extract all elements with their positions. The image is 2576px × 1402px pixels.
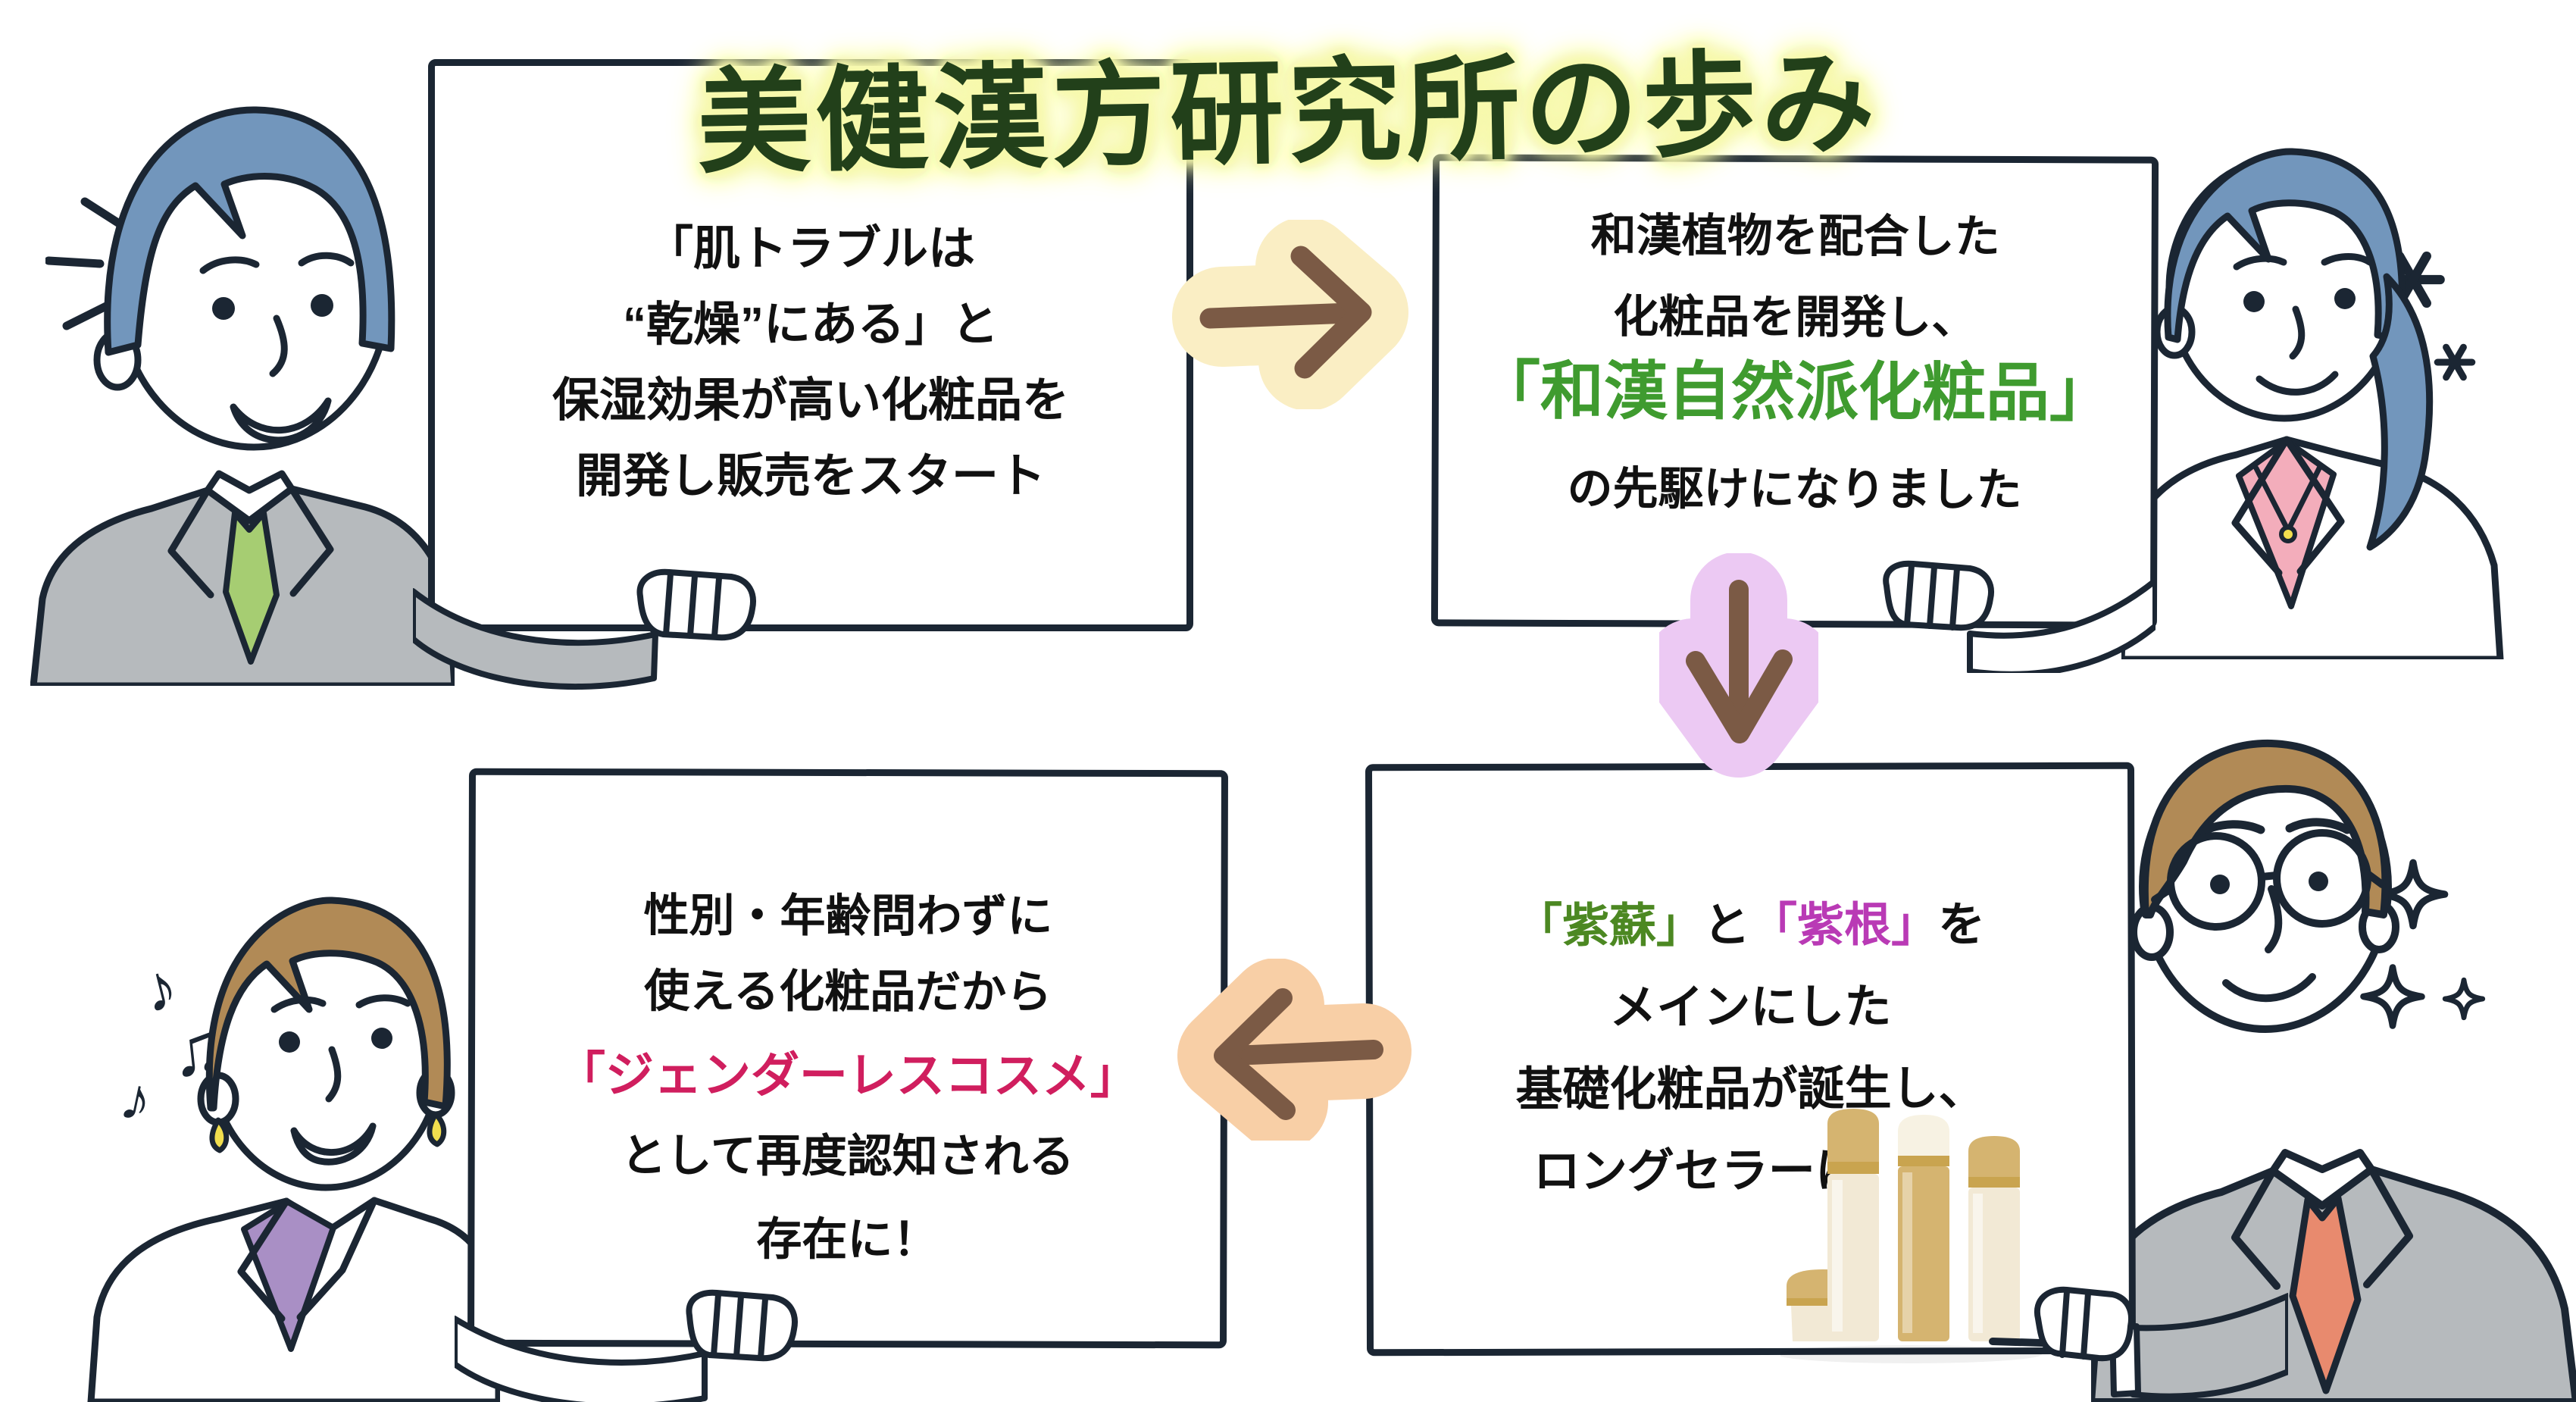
sparkle-asterisk-icon — [2434, 343, 2476, 381]
panel-4-line-5: 存在に！ — [756, 1213, 939, 1266]
panel-2-line-2: 化粧品を開発し、 — [1613, 291, 1977, 343]
panel-3-line-2: メインにした — [1609, 981, 1892, 1034]
panel-1-line-4: 開発し販売をスタート — [575, 450, 1046, 502]
panel-1-line-2: “乾燥”にある」と — [622, 299, 999, 351]
woman-brown-hair-illustration — [87, 897, 500, 1402]
earring-icon — [209, 1117, 230, 1153]
arrow-left-icon — [1177, 959, 1411, 1141]
panel-step-1: 「肌トラブルは “乾燥”にある」と 保湿効果が高い化粧品を 開発し販売をスタート — [428, 59, 1193, 631]
panel-1-line-3: 保湿効果が高い化粧品を — [552, 374, 1069, 427]
panel-2-line-1: 和漢植物を配合した — [1590, 210, 2000, 262]
sparkle-diamond-icon — [2360, 964, 2425, 1029]
cosmetic-bottles-illustration — [1780, 1109, 2042, 1363]
emphasis-lines-icon — [45, 197, 127, 330]
panel-2-line-4: の先駆けになりました — [1567, 462, 2022, 516]
woman4-arm-hand — [455, 1289, 798, 1402]
earring-icon — [427, 1111, 447, 1147]
glasses-icon — [2167, 832, 2265, 931]
arrow-right-icon — [1172, 220, 1408, 409]
sparkle-diamond-icon — [2377, 859, 2449, 930]
panel-1-line-1: 「肌トラブルは — [646, 223, 975, 275]
panel-4-line-3: 「ジェンダーレスコスメ」 — [556, 1047, 1140, 1104]
sparkle-diamond-icon — [2442, 977, 2486, 1021]
man3-arm-hand — [1989, 1286, 2288, 1400]
panel-3-line-1: 「紫蘇」と「紫根」を — [1515, 899, 1986, 953]
panel-4-line-4: として再度認知される — [621, 1130, 1074, 1182]
panel-4-line-1: 性別・年齢問わずに — [643, 890, 1053, 942]
man-blue-hair-illustration — [30, 106, 455, 686]
panel-2-line-3: 「和漢自然派化粧品」 — [1476, 355, 2114, 429]
woman2-arm-hand — [1883, 560, 2156, 673]
man1-arm-hand — [413, 568, 756, 690]
page-title: 美健漢方研究所の歩み — [696, 39, 1880, 187]
woman-blue-hair-illustration — [2121, 148, 2504, 659]
panel-4-line-2: 使える化粧品だから — [644, 965, 1052, 1018]
panel-step-4: 性別・年齢問わずに 使える化粧品だから 「ジェンダーレスコスメ」 として再度認知… — [467, 768, 1228, 1349]
arrow-down-icon — [1659, 553, 1818, 778]
